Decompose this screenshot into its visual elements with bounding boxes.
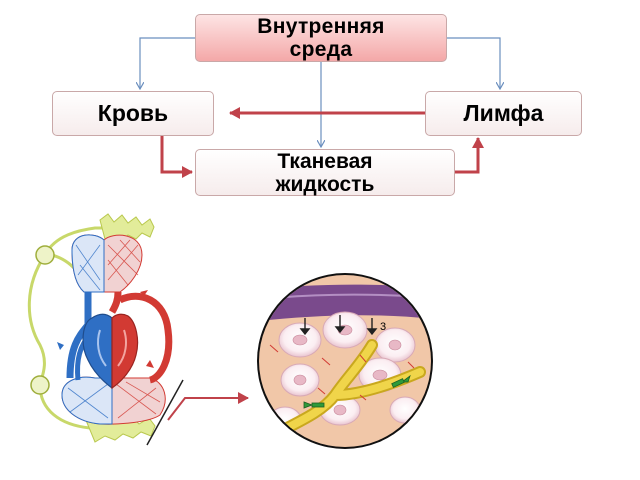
- fluid-flow-arrows: [299, 315, 378, 336]
- internal-environment-line2: среда: [289, 38, 353, 61]
- arrow-tissue-to-lymph: [455, 137, 484, 174]
- tissue-fluid-line1: Тканевая: [277, 149, 373, 173]
- lymph-label: Лимфа: [463, 100, 544, 126]
- arrow-blood-to-tissue: [160, 136, 193, 178]
- cut-line: [146, 379, 184, 446]
- blood-vessels: [66, 291, 173, 384]
- flow-arrow-marks: [140, 290, 154, 368]
- lymph-arrow-icons: [303, 374, 411, 409]
- internal-environment-box: Внутренняя среда: [195, 14, 447, 62]
- blood-label: Кровь: [97, 100, 169, 126]
- lower-capillary-bed: [61, 376, 166, 425]
- upper-capillary-bed: [71, 234, 143, 293]
- heart-icon: [82, 313, 139, 390]
- arrow-scheme-to-tissue: [167, 392, 249, 421]
- arrow-top-to-lymph: [447, 37, 500, 89]
- capillary-membrane: [259, 284, 431, 322]
- lymph-box: Лимфа: [425, 91, 582, 136]
- lymph-nodes: [30, 245, 55, 395]
- arrow-top-to-blood: [140, 37, 195, 89]
- tissue-fluid-box: Тканевая жидкость: [195, 149, 455, 196]
- internal-environment-line1: Внутренняя: [257, 15, 385, 38]
- tissue-fluid-line2: жидкость: [275, 172, 375, 196]
- blood-box: Кровь: [52, 91, 214, 136]
- tissue-label-number: 3: [380, 321, 386, 333]
